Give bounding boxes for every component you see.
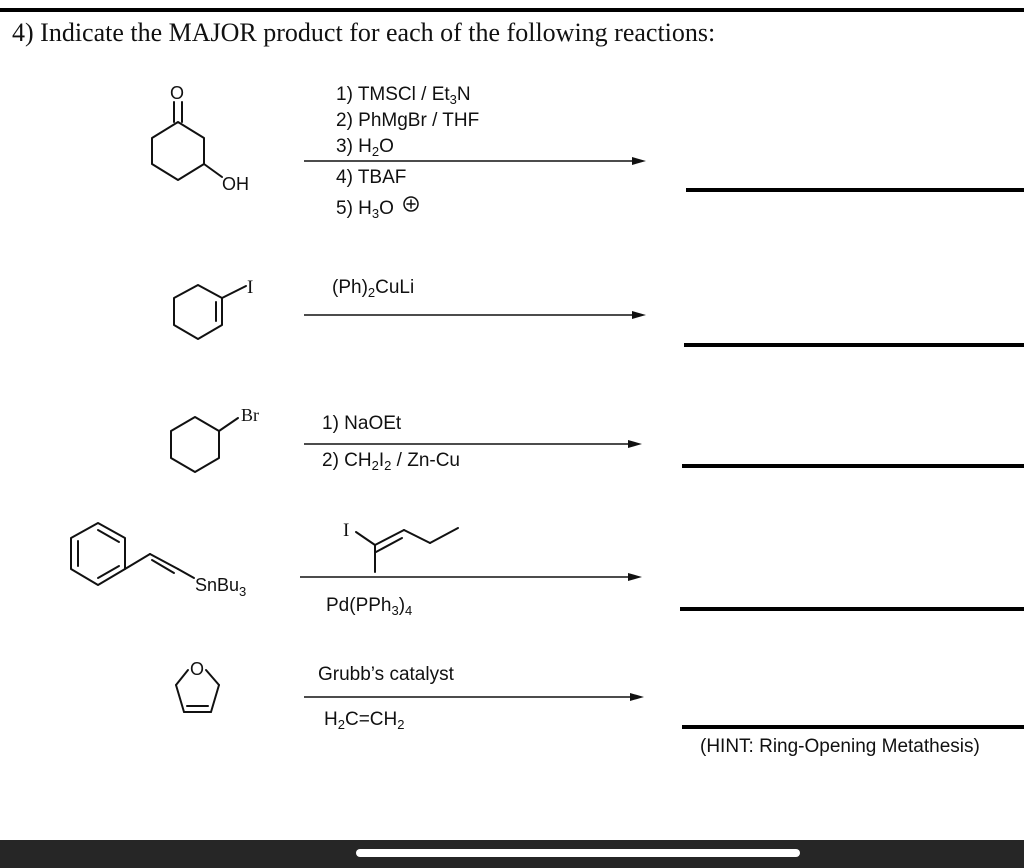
reaction-arrow-2	[304, 311, 646, 319]
condition-1-step-2: 2) PhMgBr / THF	[336, 110, 480, 131]
answer-line-4[interactable]	[680, 607, 1024, 611]
atom-label-vinyl-iodide: I	[343, 520, 349, 541]
reactant-1-hydroxycyclohexanone	[151, 101, 223, 181]
condition-5-reagent: H2C=CH2	[324, 709, 405, 732]
reactant-5-dihydrofuran	[175, 669, 220, 713]
atom-label-stannane: SnBu3	[195, 575, 246, 599]
condition-1-step-1: 1) TMSCl / Et3N	[336, 84, 471, 107]
reaction-arrow-3	[304, 440, 642, 448]
reagent-4-vinyl-iodide	[355, 527, 459, 573]
condition-3-step-1: 1) NaOEt	[322, 413, 402, 434]
atom-label-hydroxyl: OH	[222, 174, 249, 194]
answer-line-3[interactable]	[682, 464, 1024, 468]
answer-line-2[interactable]	[684, 343, 1024, 347]
condition-1-step-3: 3) H2O	[336, 136, 394, 159]
atom-label-carbonyl-o: O	[170, 83, 184, 103]
answer-line-5[interactable]	[682, 725, 1024, 729]
answer-line-1[interactable]	[686, 188, 1024, 192]
reaction-arrow-4	[300, 573, 642, 581]
question-title: 4) Indicate the MAJOR product for each o…	[12, 18, 716, 47]
atom-label-iodine: I	[247, 277, 253, 298]
reactant-3-bromocyclohexane	[170, 416, 239, 473]
home-indicator[interactable]	[356, 849, 800, 857]
condition-2-reagent: (Ph)2CuLi	[332, 277, 415, 300]
condition-4-catalyst: Pd(PPh3)4	[326, 595, 413, 618]
condition-3-step-2: 2) CH2I2 / Zn-Cu	[322, 450, 460, 473]
condition-1-step-5: 5) H3O	[336, 198, 394, 221]
reactant-2-iodocyclohexene	[173, 284, 247, 340]
condition-5-catalyst: Grubb’s catalyst	[318, 664, 454, 685]
positive-charge-circle	[403, 196, 419, 212]
reaction-arrow-1	[304, 157, 646, 165]
condition-1-step-4: 4) TBAF	[336, 167, 407, 188]
atom-label-ring-oxygen: O	[190, 659, 204, 679]
top-rule	[0, 8, 1024, 12]
hint-text: (HINT: Ring-Opening Metathesis)	[700, 736, 980, 757]
reactant-4-styryl-stannane	[70, 522, 195, 586]
atom-label-bromine: Br	[241, 405, 259, 425]
reaction-arrow-5	[304, 693, 644, 701]
